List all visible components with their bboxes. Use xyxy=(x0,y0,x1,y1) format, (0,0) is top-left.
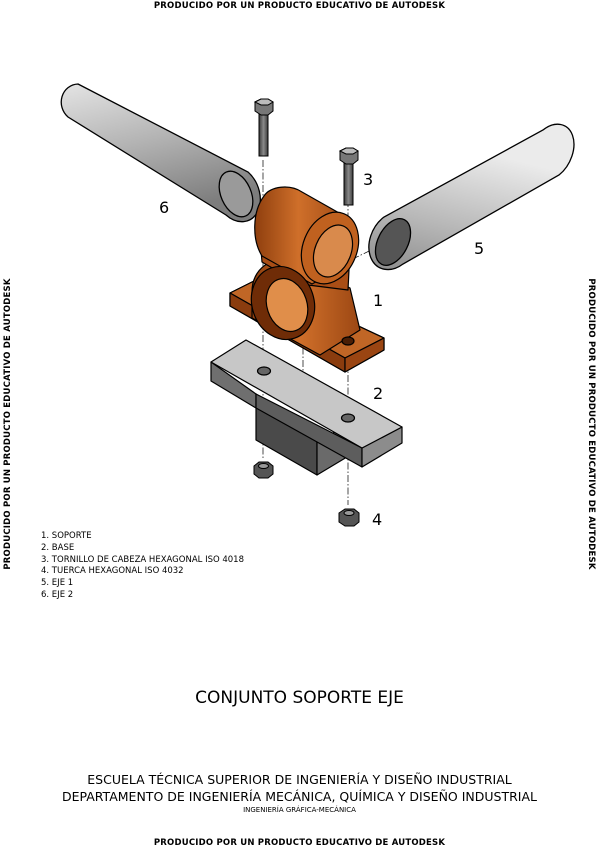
callout-5: 5 xyxy=(474,239,484,258)
callout-3: 3 xyxy=(363,170,373,189)
legend-item: 1. SOPORTE xyxy=(41,531,92,541)
shaft-eje-1 xyxy=(368,123,575,271)
nut-right xyxy=(338,508,360,527)
bolt-left xyxy=(253,98,274,157)
institution-department: DEPARTAMENTO DE INGENIERÍA MECÁNICA, QUÍ… xyxy=(61,789,538,804)
institution-subject: INGENIERÍA GRÁFICA-MECÁNICA xyxy=(243,806,356,814)
shaft-eje-2 xyxy=(60,83,261,223)
watermark-top: PRODUCIDO POR UN PRODUCTO EDUCATIVO DE A… xyxy=(153,1,446,11)
callout-6: 6 xyxy=(159,198,169,217)
callout-2: 2 xyxy=(373,384,383,403)
bolt-right xyxy=(338,147,359,206)
legend-item: 6. EJE 2 xyxy=(41,589,74,600)
watermark-bottom: PRODUCIDO POR UN PRODUCTO EDUCATIVO DE A… xyxy=(153,838,446,848)
parts-legend: 1. SOPORTE 2. BASE 3. TORNILLO DE CABEZA… xyxy=(41,531,244,602)
support-soporte xyxy=(229,186,385,373)
legend-item: 2. BASE xyxy=(41,542,75,553)
institution-school: ESCUELA TÉCNICA SUPERIOR DE INGENIERÍA Y… xyxy=(87,772,512,787)
legend-item: 4. TUERCA HEXAGONAL ISO 4032 xyxy=(41,566,184,577)
drawing-title: CONJUNTO SOPORTE EJE xyxy=(195,688,404,708)
callout-4: 4 xyxy=(372,510,382,529)
callout-1: 1 xyxy=(373,291,383,310)
legend-item: 5. EJE 1 xyxy=(41,578,74,589)
base xyxy=(210,339,403,476)
nut-left xyxy=(253,461,274,479)
legend-item: 3. TORNILLO DE CABEZA HEXAGONAL ISO 4018 xyxy=(41,554,244,565)
